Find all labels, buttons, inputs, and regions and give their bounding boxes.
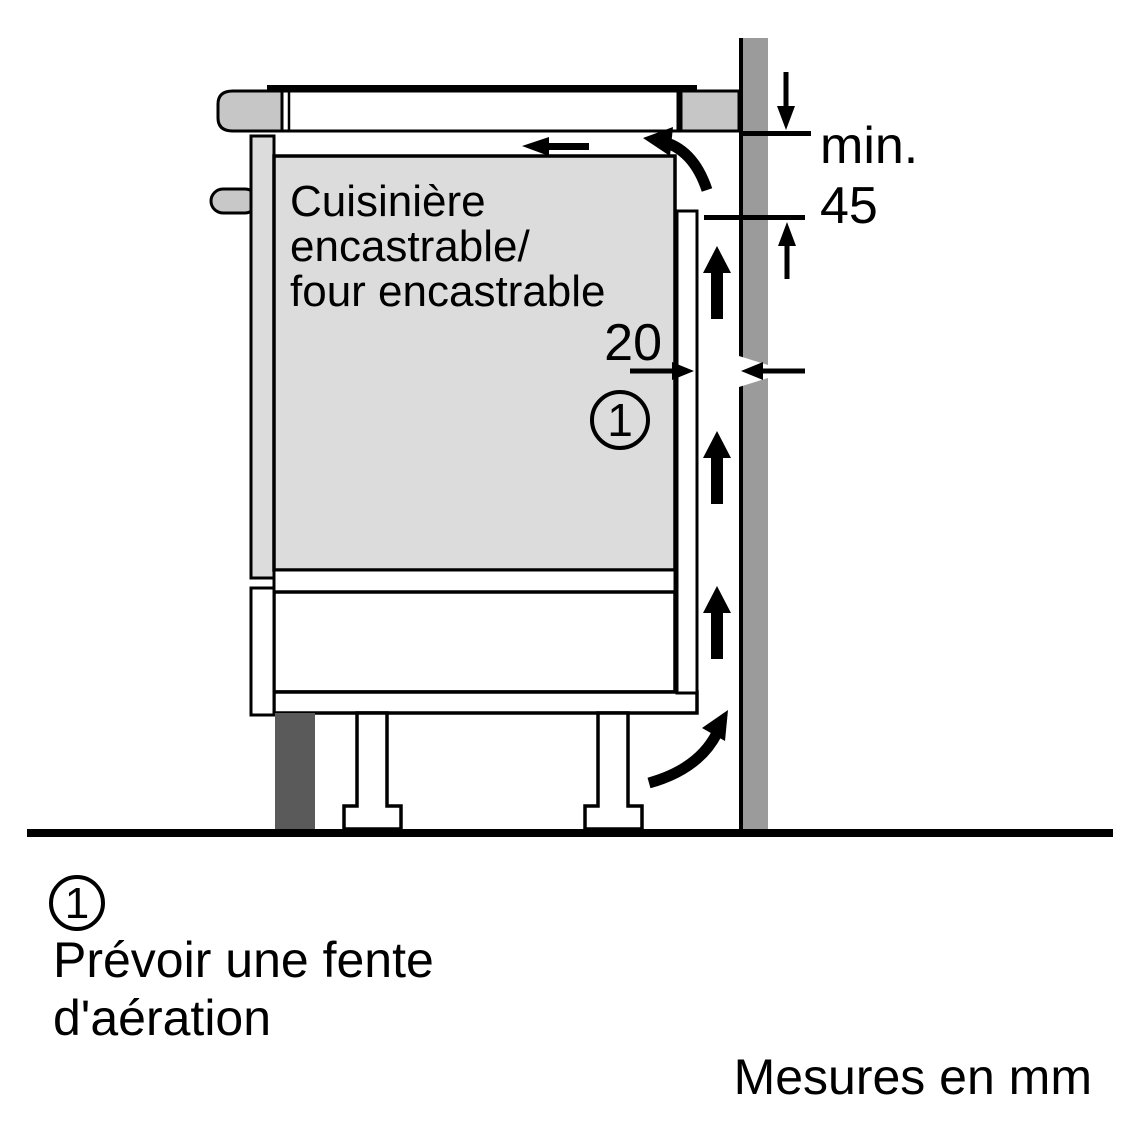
legend-1-circle — [49, 875, 105, 931]
dim-min45-up-arrow-head — [778, 222, 796, 246]
dim-min45-up-arrow-shaft — [784, 246, 790, 279]
airflow-left-arrow — [522, 137, 589, 156]
airflow-curved-arrow-bottom — [647, 730, 722, 789]
legend-text-line1: Prévoir une fente — [53, 932, 434, 988]
appliance-label-line2: encastrable/ — [290, 222, 530, 271]
dim-gap-left-arrow-shaft — [763, 368, 805, 374]
wall — [739, 38, 768, 832]
units-note: Mesures en mm — [734, 1049, 1092, 1105]
storage-drawer — [272, 590, 677, 694]
hob-glass-top — [267, 85, 697, 92]
dim-gap-right-arrow-shaft — [630, 368, 675, 374]
floor-line — [27, 829, 1113, 837]
cabinet-bottom-board — [272, 690, 699, 715]
airflow-up-arrow-3 — [703, 586, 731, 659]
callout-1-circle — [590, 390, 650, 450]
hob-body — [280, 89, 680, 133]
callout-1-number: 1 — [607, 394, 633, 446]
dim-min45-down-arrow-shaft — [783, 72, 789, 108]
dim-min-label: min. — [820, 117, 918, 175]
airflow-up-arrow-1 — [703, 246, 731, 319]
oven-base-frame — [272, 568, 677, 594]
worktop-rear-section — [679, 89, 741, 133]
airflow-up-arrow-2 — [703, 431, 731, 504]
legend-text-line2: d'aération — [53, 990, 271, 1046]
front-leg — [342, 711, 403, 831]
rear-leg — [583, 711, 644, 831]
dim-gap-value: 20 — [604, 314, 662, 372]
appliance-label-line1: Cuisinière — [290, 177, 486, 226]
dim-min45-down-arrow-head — [777, 106, 795, 130]
cabinet-rear-panel — [675, 209, 699, 695]
plinth — [275, 713, 315, 829]
dim-min45-lower-tick — [704, 215, 805, 220]
drawer-front-panel — [249, 586, 276, 717]
airflow-curved-arrow-bottom-head — [702, 710, 728, 741]
appliance-label-line3: four encastrable — [290, 267, 606, 316]
oven-body — [272, 154, 677, 572]
dim-min45-upper-tick — [741, 131, 811, 136]
dim-gap-left-arrow-head — [741, 362, 763, 380]
dim-gap-right-arrow-head — [672, 362, 694, 380]
worktop-front-section — [216, 89, 284, 133]
airflow-curved-arrow-top-head — [643, 127, 673, 156]
wall-left-edge-line — [739, 38, 743, 832]
dim-min-value: 45 — [820, 177, 878, 235]
oven-door — [249, 134, 276, 580]
legend-1-number: 1 — [65, 879, 89, 928]
